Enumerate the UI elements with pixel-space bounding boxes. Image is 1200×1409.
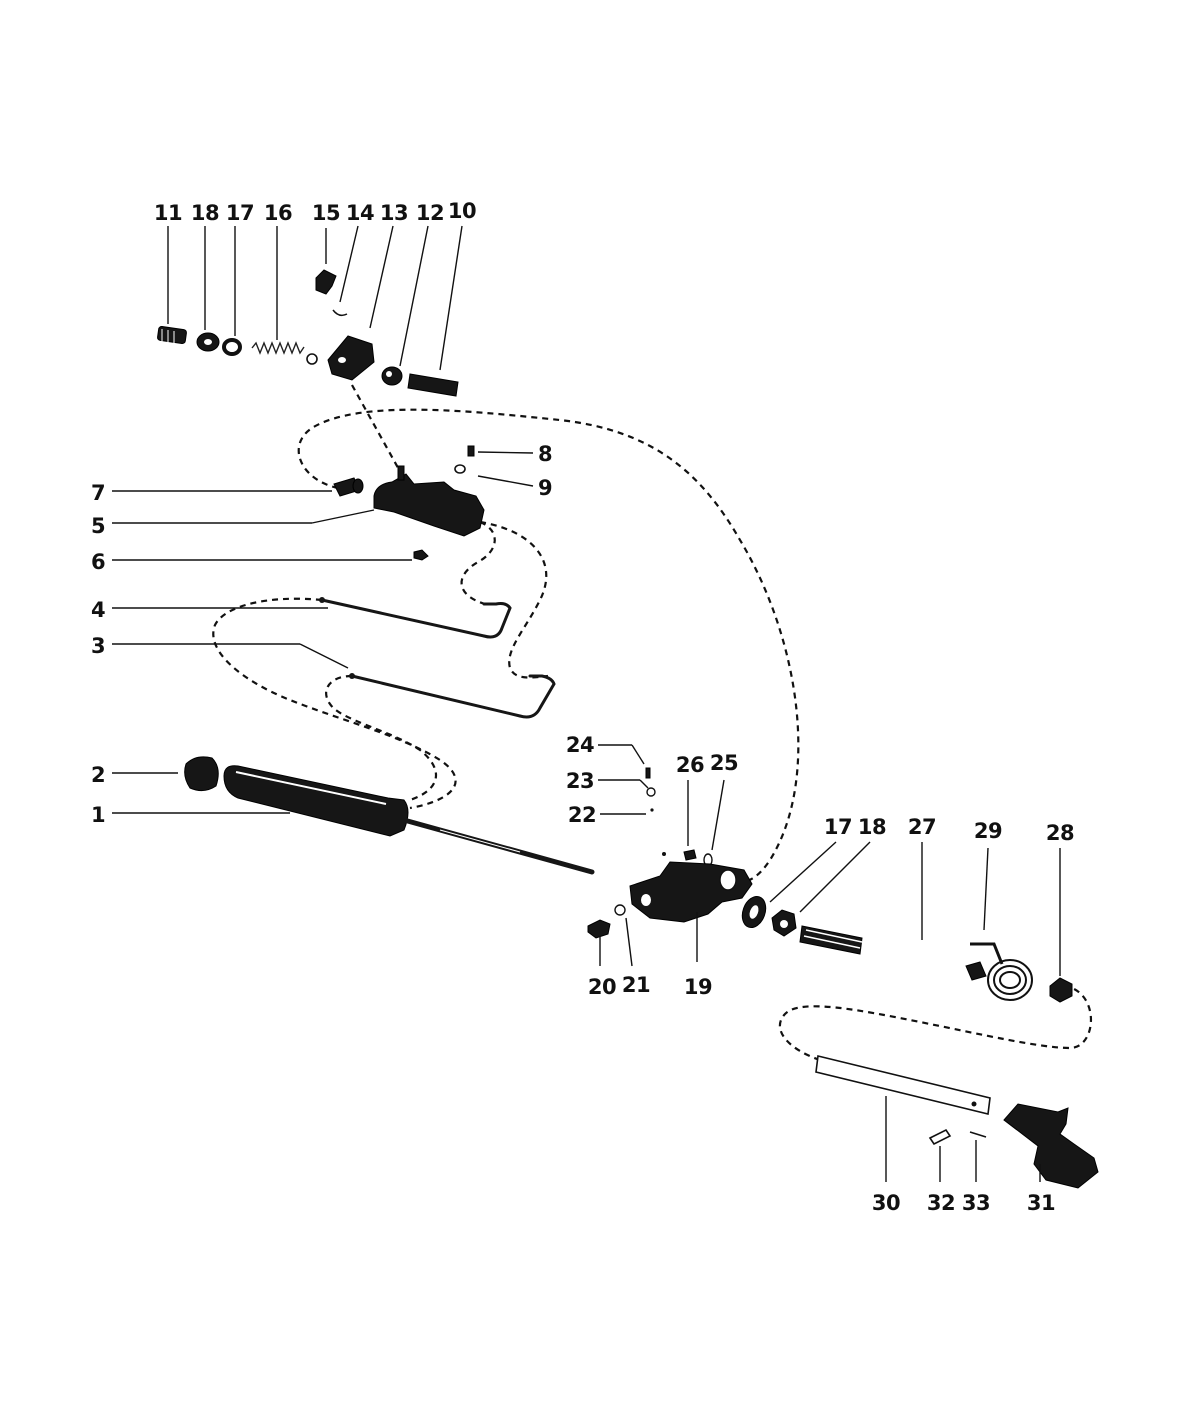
callout-30: 30 bbox=[872, 1191, 900, 1215]
part-20-bolt bbox=[587, 919, 611, 939]
callout-23: 23 bbox=[566, 769, 594, 793]
part-17-washer-lower bbox=[741, 896, 767, 928]
callout-24: 24 bbox=[566, 733, 594, 757]
callout-16: 16 bbox=[264, 201, 292, 225]
path-30-to-28-loop bbox=[778, 986, 1093, 1062]
part-30-shaft bbox=[815, 1055, 991, 1115]
callout-31: 31 bbox=[1027, 1191, 1055, 1215]
part-4-rod bbox=[319, 597, 512, 639]
part-23-washer bbox=[646, 787, 656, 797]
callout-29: 29 bbox=[974, 819, 1002, 843]
part-8-screw bbox=[467, 445, 475, 457]
part-33-pin bbox=[969, 1131, 987, 1138]
part-7-plug bbox=[333, 477, 364, 497]
assembly-paths bbox=[212, 384, 1093, 1062]
part-29-spring bbox=[970, 942, 1033, 1001]
parts bbox=[157, 269, 1099, 1189]
callout-27: 27 bbox=[908, 815, 936, 839]
part-3-rod bbox=[349, 673, 556, 719]
callout-12: 12 bbox=[416, 201, 444, 225]
callout-1: 1 bbox=[91, 803, 105, 827]
callout-11: 11 bbox=[154, 201, 182, 225]
callout-19: 19 bbox=[684, 975, 712, 999]
callout-26: 26 bbox=[676, 753, 704, 777]
callout-18: 18 bbox=[191, 201, 219, 225]
part-12-bushing bbox=[381, 366, 403, 386]
part-14-clip bbox=[332, 309, 348, 317]
path-5-to-4 bbox=[460, 520, 496, 606]
callout-20: 20 bbox=[588, 975, 616, 999]
part-19-bracket bbox=[629, 861, 753, 923]
callout-32: 32 bbox=[927, 1191, 955, 1215]
callout-3: 3 bbox=[91, 634, 105, 658]
part-2-grip bbox=[184, 756, 219, 792]
part-22-pin bbox=[650, 808, 654, 812]
part-5-housing bbox=[373, 465, 485, 537]
part-31-lever bbox=[1003, 1103, 1099, 1189]
part-28-nut bbox=[1049, 977, 1073, 1003]
callout-9: 9 bbox=[538, 476, 552, 500]
callout-5: 5 bbox=[91, 514, 105, 538]
part-18-nut bbox=[196, 332, 220, 352]
part-16-spring bbox=[251, 341, 318, 365]
leader-lines bbox=[112, 225, 1061, 1182]
callout-18-lower: 18 bbox=[858, 815, 886, 839]
part-1-handle bbox=[223, 765, 595, 875]
callout-6: 6 bbox=[91, 550, 105, 574]
callout-22: 22 bbox=[568, 803, 596, 827]
path-13-to-5 bbox=[351, 384, 403, 476]
callout-33: 33 bbox=[962, 1191, 990, 1215]
part-18-nut-lower bbox=[771, 909, 797, 937]
callout-8: 8 bbox=[538, 442, 552, 466]
part-13-block bbox=[327, 335, 375, 381]
callout-17: 17 bbox=[226, 201, 254, 225]
callout-14: 14 bbox=[346, 201, 374, 225]
part-10-sleeve bbox=[407, 373, 459, 397]
callout-25: 25 bbox=[710, 751, 738, 775]
part-15-knob bbox=[315, 269, 337, 295]
callout-13: 13 bbox=[380, 201, 408, 225]
part-11-fitting bbox=[157, 326, 187, 345]
part-9-washer bbox=[454, 464, 466, 474]
callout-28: 28 bbox=[1046, 821, 1074, 845]
part-27-shaft bbox=[799, 925, 863, 955]
path-3-to-1 bbox=[325, 674, 438, 802]
part-32-pin bbox=[928, 1128, 952, 1146]
path-7-to-19-loop bbox=[297, 408, 800, 884]
callout-4: 4 bbox=[91, 598, 105, 622]
callout-15: 15 bbox=[312, 201, 340, 225]
part-6-screw bbox=[413, 549, 429, 561]
callout-labels: 11 18 17 16 15 14 13 12 10 8 9 7 5 6 4 3… bbox=[91, 199, 1075, 1215]
part-29-clip bbox=[965, 961, 987, 981]
part-21-washer bbox=[614, 904, 626, 916]
callout-2: 2 bbox=[91, 763, 105, 787]
callout-21: 21 bbox=[622, 973, 650, 997]
callout-7: 7 bbox=[91, 481, 105, 505]
part-24-pin bbox=[645, 767, 651, 779]
part-26-screw bbox=[662, 849, 697, 861]
callout-10: 10 bbox=[448, 199, 476, 223]
path-5-to-3 bbox=[479, 520, 549, 679]
path-4-to-1 bbox=[212, 597, 457, 810]
callout-17-lower: 17 bbox=[824, 815, 852, 839]
part-17-washer bbox=[222, 338, 242, 356]
